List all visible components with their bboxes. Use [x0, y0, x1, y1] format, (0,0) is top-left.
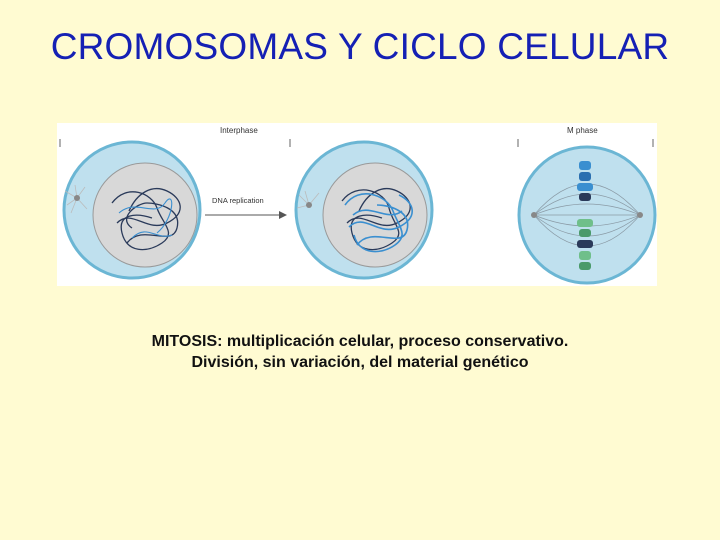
caption-line-1: MITOSIS: multiplicación celular, proceso…	[151, 333, 569, 350]
centrosome	[74, 195, 80, 201]
nucleus	[322, 162, 428, 268]
centrosome	[306, 202, 312, 208]
chromatin	[341, 187, 411, 251]
label-m-phase: M phase	[567, 126, 598, 135]
spindle-pole	[637, 212, 643, 218]
label-dna-replication: DNA replication	[212, 196, 264, 205]
caption-line-2: División, sin variación, del material ge…	[191, 354, 529, 371]
nucleus	[92, 162, 198, 268]
cell-interphase-late	[294, 140, 434, 280]
cell-cycle-diagram: Interphase M phase	[59, 126, 657, 285]
cell-m-phase	[517, 145, 657, 285]
cell-cycle-figure: Interphase M phase	[57, 123, 657, 286]
slide-title: CROMOSOMAS Y CICLO CELULAR	[50, 26, 670, 67]
slide-caption: MITOSIS: multiplicación celular, proceso…	[0, 331, 720, 373]
cell-interphase-early	[62, 140, 202, 280]
chromatin	[111, 187, 181, 251]
spindle-pole	[531, 212, 537, 218]
chromosomes-metaphase	[577, 161, 593, 270]
arrow-head	[279, 211, 287, 219]
label-interphase: Interphase	[220, 126, 258, 135]
